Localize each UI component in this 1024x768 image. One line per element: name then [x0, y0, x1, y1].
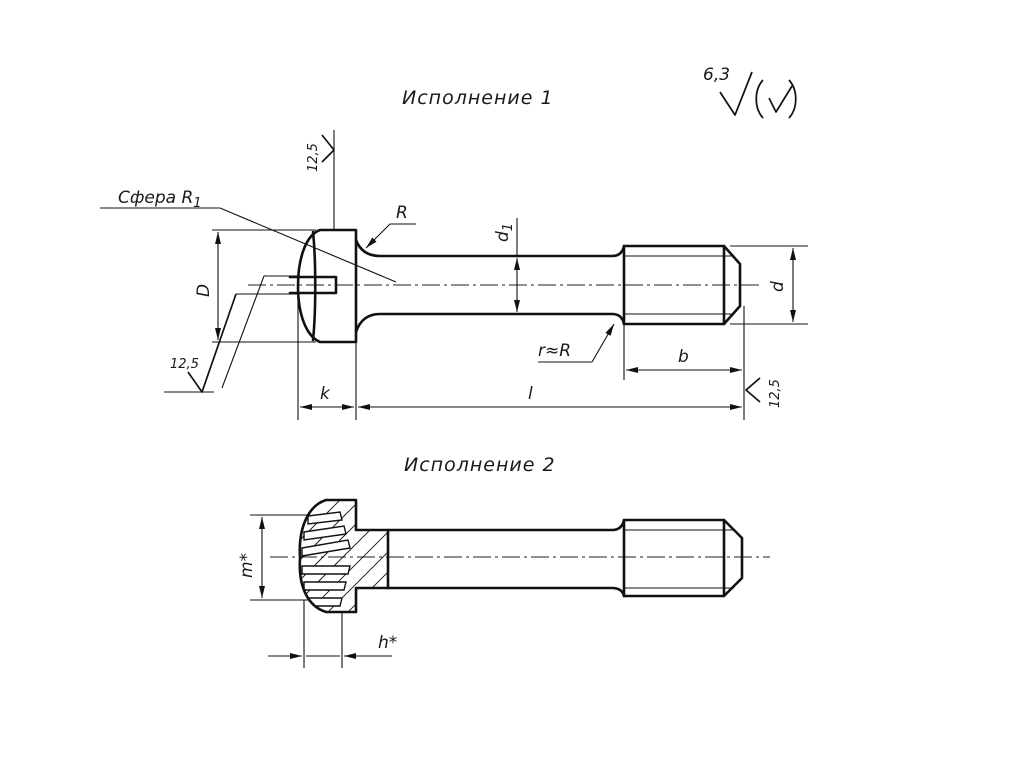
roughness-left-value: 12,5: [170, 357, 199, 372]
screw-view-2: m* h*: [237, 498, 770, 668]
knurled-head-2: [298, 498, 390, 614]
dim-h-label: h*: [378, 633, 397, 653]
leader-r-label: r≈R: [538, 341, 571, 361]
screw-shank-2: [386, 518, 626, 598]
dim-d-label: d: [768, 281, 788, 292]
roughness-right-value: 12,5: [768, 379, 783, 408]
dim-l-label: l: [528, 384, 533, 404]
roughness-mark-top: 12,5: [306, 130, 335, 230]
dim-b-label: b: [678, 347, 689, 367]
dim-k-label: k: [320, 384, 331, 404]
screw-head-1: [296, 228, 358, 344]
general-roughness-value: 6,3: [703, 65, 730, 85]
view2-title: Исполнение 2: [404, 454, 556, 476]
leader-sphere-label: Сфера R1: [118, 188, 202, 211]
view1-title: Исполнение 1: [402, 87, 554, 109]
dim-D-label: D: [194, 284, 214, 297]
dim-m-label: m*: [237, 553, 257, 578]
roughness-top-value: 12,5: [306, 143, 321, 172]
leader-R-label: R: [396, 203, 408, 223]
dim-d1-label: d1: [493, 223, 516, 242]
leader-sphere: Сфера R1: [100, 188, 397, 283]
leader-r: r≈R: [538, 323, 615, 363]
general-roughness-mark: 6,3: [703, 65, 797, 119]
screw-view-1: D d1 d b k l 12,5: [100, 130, 808, 420]
roughness-mark-right: 12,5: [745, 377, 783, 408]
leader-R: R: [365, 203, 416, 249]
roughness-mark-left: 12,5: [164, 275, 298, 393]
screw-shank-1: [354, 238, 626, 334]
